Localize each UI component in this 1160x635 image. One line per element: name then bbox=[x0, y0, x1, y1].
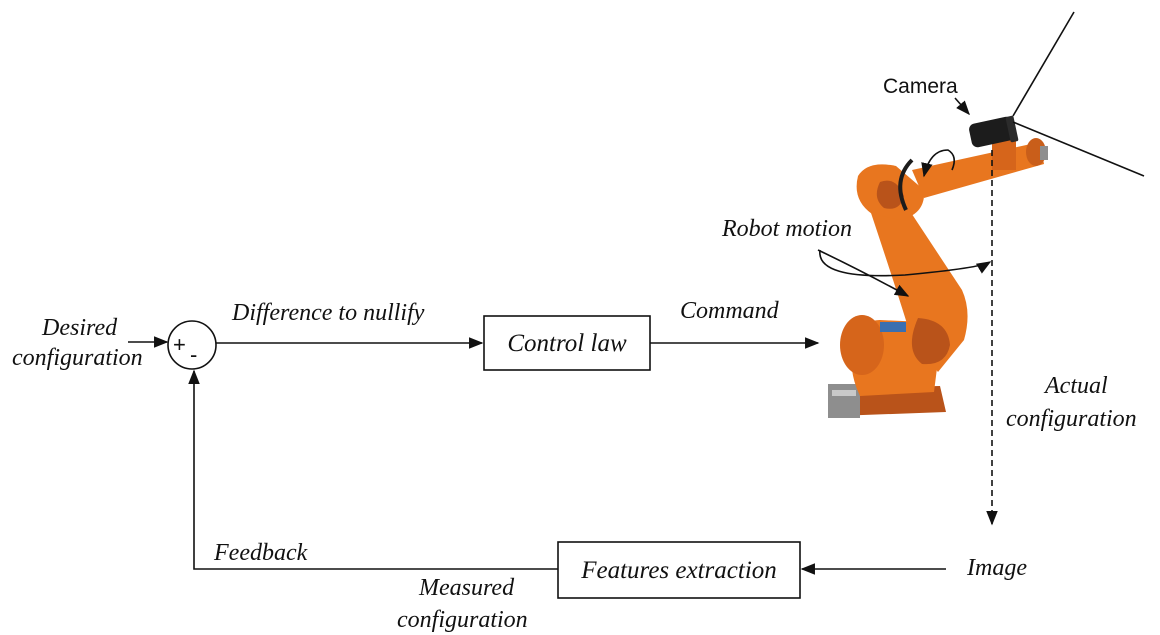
image-label: Image bbox=[966, 555, 1027, 581]
control-law-label: Control law bbox=[507, 330, 627, 357]
command-label: Command bbox=[680, 298, 780, 324]
camera-pointer-arrow bbox=[954, 97, 970, 116]
feedback-label: Feedback bbox=[213, 540, 308, 566]
desired-config-label-line2: configuration bbox=[12, 345, 143, 371]
plus-sign: + bbox=[173, 332, 186, 357]
desired-config-label-line1: Desired bbox=[41, 315, 118, 341]
robot-motion-loop-arrow bbox=[819, 249, 992, 277]
actual-config-label-line2: configuration bbox=[1006, 406, 1137, 432]
industrial-robot-illustration bbox=[828, 138, 1048, 418]
robot-motion-label: Robot motion bbox=[721, 216, 852, 242]
camera-view-line-top bbox=[1012, 11, 1075, 117]
measured-config-label-line1: Measured bbox=[418, 575, 515, 601]
camera-view-line-bottom bbox=[1012, 121, 1145, 177]
difference-label: Difference to nullify bbox=[231, 300, 425, 326]
features-extraction-label: Features extraction bbox=[580, 557, 777, 584]
summing-junction: + - bbox=[167, 320, 217, 370]
camera-icon bbox=[969, 115, 1019, 148]
features-extraction-block: Features extraction bbox=[557, 541, 801, 599]
feedback-arrow bbox=[188, 369, 558, 570]
minus-sign: - bbox=[190, 342, 197, 367]
robot-motion-arm-arrow bbox=[817, 249, 910, 297]
wrist-rotation-arrow bbox=[921, 149, 956, 178]
actual-config-label-line1: Actual bbox=[1043, 373, 1108, 399]
control-law-block: Control law bbox=[483, 315, 651, 371]
measured-config-label-line2: configuration bbox=[397, 607, 528, 633]
camera-label: Camera bbox=[883, 75, 958, 98]
